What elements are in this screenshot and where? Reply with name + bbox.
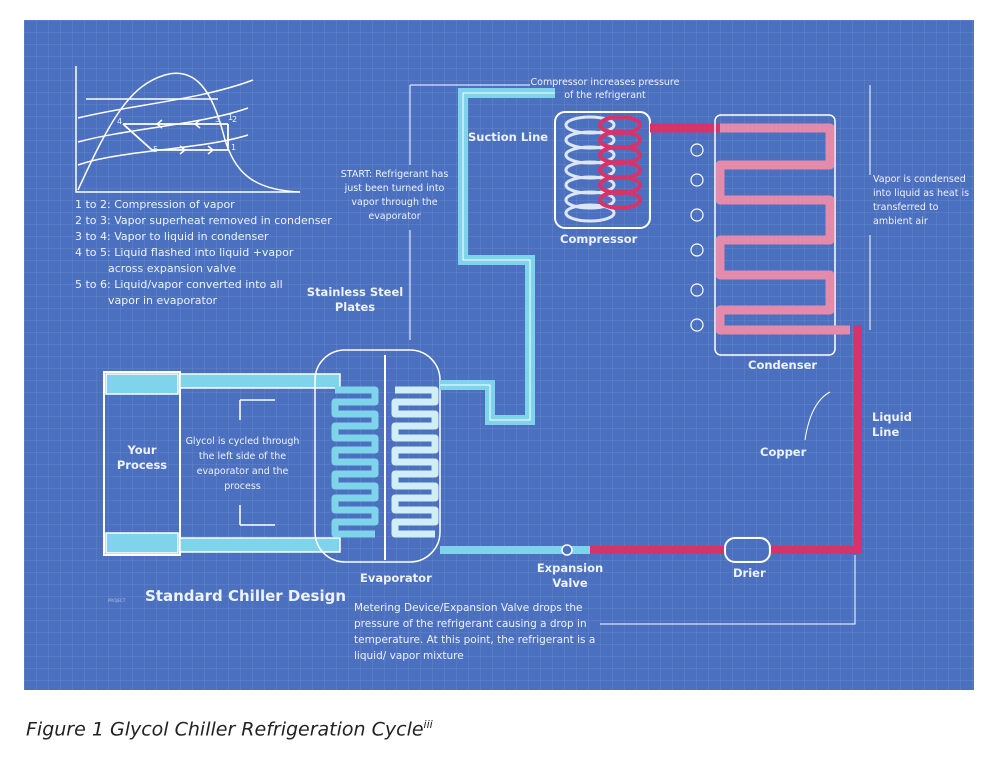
glycol-arrows (239, 399, 275, 526)
evaporator (314, 349, 441, 563)
cycle-path (122, 123, 229, 151)
expansion-valve-icon (561, 544, 573, 556)
compressor (554, 111, 651, 229)
copper-label: Copper (760, 445, 807, 459)
compressor-label: Compressor (560, 232, 638, 246)
design-title: Standard Chiller Design (145, 587, 347, 605)
expansion-valve-label: Expansion Valve (536, 561, 604, 590)
point-label: 1 (228, 113, 234, 122)
start-note: START: Refrigerant has just been turned … (340, 169, 449, 222)
drier (724, 537, 771, 563)
isotherm-2 (77, 107, 249, 143)
your-process-label: Your Process (116, 443, 168, 472)
saturation-dome (77, 72, 301, 193)
point-label: 5 (153, 145, 159, 154)
condenser (690, 114, 850, 356)
metering-note: Metering Device/Expansion Valve drops th… (354, 602, 596, 662)
point-label: 1 (231, 143, 237, 152)
suction-line-label: Suction Line (468, 130, 549, 144)
compressor-note: Compressor increases pressure of the ref… (530, 77, 680, 101)
drier-label: Drier (733, 566, 766, 580)
condenser-note: Vapor is condensed into liquid as heat i… (873, 174, 970, 227)
cycle-arrows (155, 119, 215, 155)
point-label: 3 (215, 115, 221, 124)
ph-chart (75, 66, 301, 193)
your-process-box (103, 371, 181, 556)
figure-caption: Figure 1 Glycol Chiller Refrigeration Cy… (26, 718, 433, 741)
condenser-label: Condenser (748, 358, 818, 372)
project-tag: PROJECT (108, 598, 126, 603)
glycol-note: Glycol is cycled through the left side o… (185, 436, 300, 492)
evaporator-label: Evaporator (360, 571, 432, 585)
glycol-supply-pipe (179, 373, 341, 389)
liquid-line-pipe (770, 325, 862, 554)
point-label: 4 (117, 117, 123, 126)
chart-axes (75, 66, 300, 193)
isotherm-1 (77, 79, 254, 119)
glycol-return-pipe (179, 537, 341, 553)
liquid-line-label: Liquid Line (872, 410, 912, 439)
chart-legend: 1 to 2: Compression of vapor 2 to 3: Vap… (75, 198, 332, 307)
stainless-steel-label: Stainless Steel Plates (306, 285, 404, 314)
point-label: 2 (232, 115, 238, 124)
